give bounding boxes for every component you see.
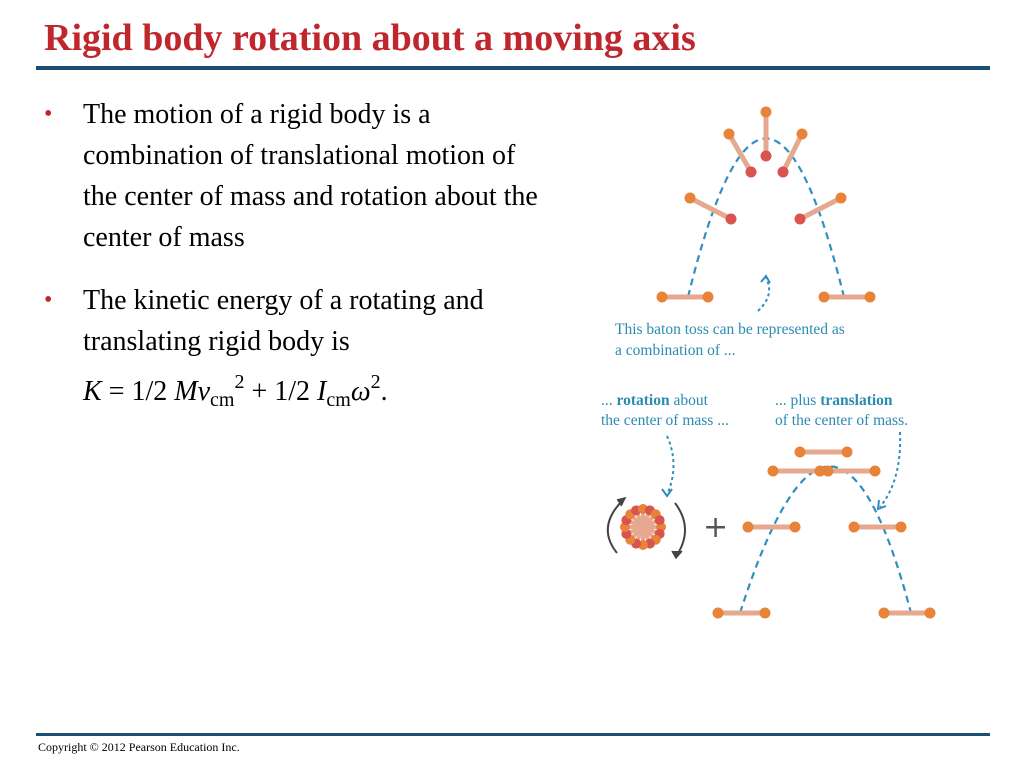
baton-left-bottom xyxy=(656,291,714,303)
baton-trans-7 xyxy=(878,607,936,619)
pointer-arrow-translation xyxy=(879,431,902,508)
pointer-arrow-rotation xyxy=(666,435,675,496)
rotation-arrow-right xyxy=(674,502,686,556)
slide-title: Rigid body rotation about a moving axis xyxy=(44,17,696,59)
baton-left-high xyxy=(723,128,757,178)
footer-divider xyxy=(36,733,990,736)
baton-trans-6 xyxy=(848,521,907,533)
baton-trans-4 xyxy=(794,446,853,458)
baton-trans-2 xyxy=(742,521,801,533)
baton-toss-diagram: This baton toss can be represented as a … xyxy=(601,106,936,619)
caption-translation-line1: ... plus translation xyxy=(775,392,893,409)
caption-baton-toss-line2: a combination of ... xyxy=(615,342,736,359)
pointer-arrow-1 xyxy=(757,277,771,312)
baton-top xyxy=(760,106,772,162)
bullet-marker: • xyxy=(44,101,53,127)
bullet-item-2: • The kinetic energy of a rotating and t… xyxy=(44,280,544,421)
baton-right-bottom xyxy=(818,291,876,303)
baton-right-mid xyxy=(794,192,847,225)
copyright-text: Copyright © 2012 Pearson Education Inc. xyxy=(38,740,240,754)
trajectory-bottom xyxy=(738,465,913,614)
caption-baton-toss-line1: This baton toss can be represented as xyxy=(615,321,845,338)
baton-right-high xyxy=(777,128,808,178)
rotation-cluster xyxy=(620,504,666,550)
bullet-text: The motion of a rigid body is a combinat… xyxy=(83,99,538,253)
bullet-item-1: • The motion of a rigid body is a combin… xyxy=(44,94,544,258)
rotation-arrow-left xyxy=(606,499,624,554)
baton-trans-5 xyxy=(822,465,881,477)
caption-rotation-line1: ... rotation about xyxy=(601,392,709,409)
plus-sign: + xyxy=(703,510,728,545)
bullet-list: • The motion of a rigid body is a combin… xyxy=(44,94,544,443)
caption-translation-line2: of the center of mass. xyxy=(775,412,908,429)
bullet-text: The kinetic energy of a rotating and tra… xyxy=(83,285,484,357)
kinetic-energy-formula: K = 1/2 Mvcm2 + 1/2 Icmω2. xyxy=(83,371,388,411)
trajectory-top xyxy=(686,137,846,298)
baton-left-mid xyxy=(684,192,737,225)
caption-rotation-line2: the center of mass ... xyxy=(601,412,729,429)
baton-trans-1 xyxy=(712,607,771,619)
baton-trans-3 xyxy=(767,465,826,477)
bullet-marker: • xyxy=(44,287,53,313)
title-divider xyxy=(36,66,990,70)
